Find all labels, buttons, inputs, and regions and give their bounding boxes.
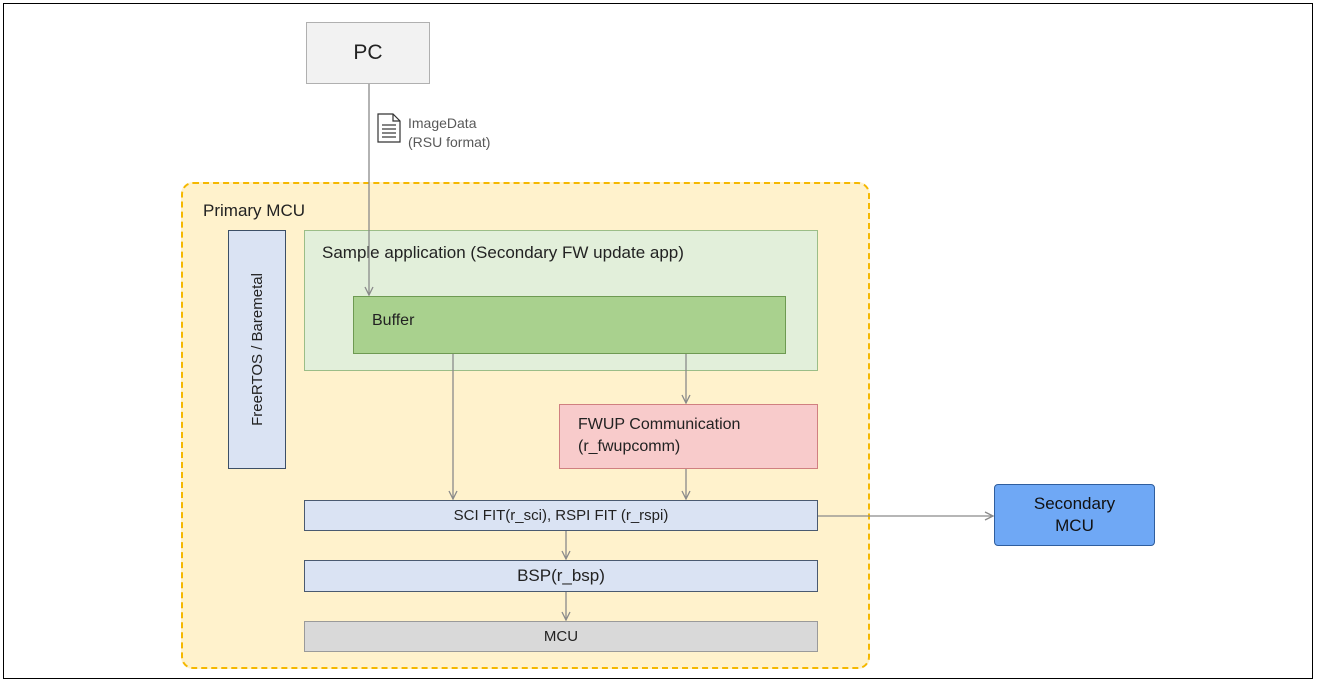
rtos-box: FreeRTOS / Baremetal bbox=[228, 230, 286, 469]
sci-rspi-label: SCI FIT(r_sci), RSPI FIT (r_rspi) bbox=[453, 507, 669, 524]
sci-rspi-box: SCI FIT(r_sci), RSPI FIT (r_rspi) bbox=[304, 500, 818, 531]
bsp-box: BSP(r_bsp) bbox=[304, 560, 818, 592]
pc-box: PC bbox=[306, 22, 430, 84]
image-data-line2: (RSU format) bbox=[408, 134, 491, 150]
primary-mcu-label: Primary MCU bbox=[203, 201, 305, 220]
bsp-label: BSP(r_bsp) bbox=[517, 566, 605, 585]
fwup-line1: FWUP Communication bbox=[578, 416, 741, 433]
diagram-frame bbox=[3, 3, 1313, 679]
secondary-mcu-box: Secondary MCU bbox=[994, 484, 1155, 546]
image-data-label: ImageData (RSU format) bbox=[408, 114, 490, 152]
fwup-label: FWUP Communication (r_fwupcomm) bbox=[578, 414, 740, 458]
pc-label: PC bbox=[353, 41, 383, 64]
document-icon bbox=[377, 113, 401, 143]
buffer-label: Buffer bbox=[372, 312, 415, 329]
buffer-box bbox=[353, 296, 786, 354]
fwup-line2: (r_fwupcomm) bbox=[578, 438, 681, 455]
fwup-box bbox=[559, 404, 818, 469]
mcu-box: MCU bbox=[304, 621, 818, 652]
sample-app-label: Sample application (Secondary FW update … bbox=[322, 243, 684, 262]
image-data-line1: ImageData bbox=[408, 115, 477, 131]
secondary-mcu-line2: MCU bbox=[1055, 516, 1094, 535]
secondary-mcu-line1: Secondary bbox=[1033, 494, 1116, 513]
mcu-label: MCU bbox=[543, 628, 579, 645]
